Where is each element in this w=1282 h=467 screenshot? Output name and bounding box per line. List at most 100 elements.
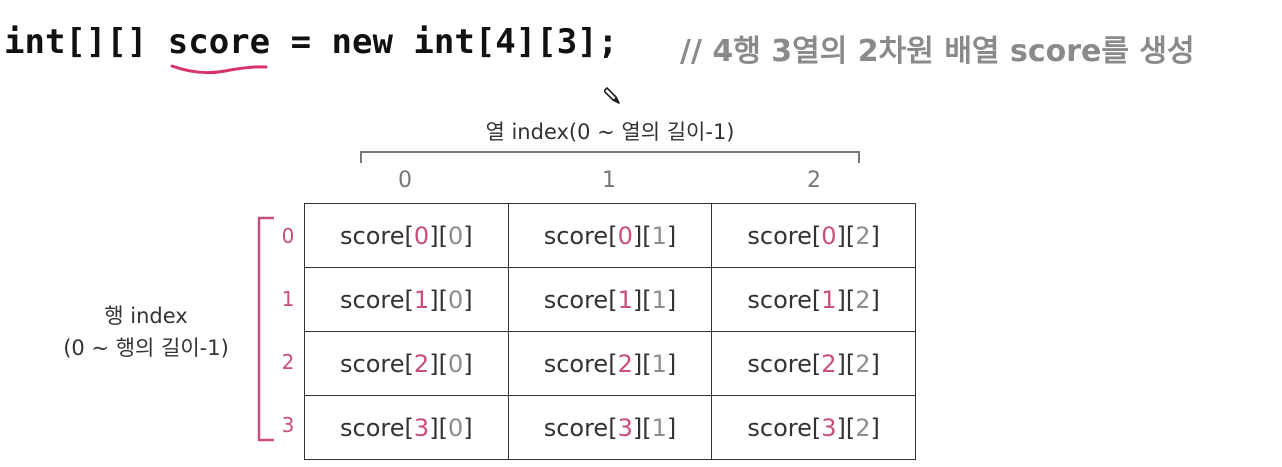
cell-bracket: [ <box>404 285 414 314</box>
cell-row-index: 2 <box>821 349 837 378</box>
array-grid: score[0][0]score[0][1]score[0][2]score[1… <box>304 203 916 460</box>
cell-col-index: 1 <box>651 285 667 314</box>
cell-row-index: 1 <box>821 285 837 314</box>
cell-prefix: score <box>340 349 405 378</box>
row-index-1: 1 <box>281 287 295 311</box>
cell-prefix: score <box>543 221 609 250</box>
cell-bracket: ][ <box>632 285 652 314</box>
row-header-line2: (0 ~ 행의 길이-1) <box>63 336 229 360</box>
cell-col-index: 2 <box>855 349 871 378</box>
cell-row-index: 0 <box>821 221 837 250</box>
row-index-2: 2 <box>281 350 295 374</box>
cell-col-index: 0 <box>447 221 464 250</box>
cell-bracket: ] <box>463 285 473 314</box>
grid-cell-2-1: score[2][1] <box>507 331 713 396</box>
cell-bracket: ] <box>463 221 473 250</box>
cell-prefix: score <box>747 221 812 250</box>
cell-row-index: 1 <box>413 285 430 314</box>
code-rest: = new int[4][3]; <box>270 22 619 62</box>
cell-bracket: ] <box>666 349 677 378</box>
cell-prefix: score <box>340 285 405 314</box>
cell-row-index: 3 <box>413 413 430 442</box>
grid-cell-1-1: score[1][1] <box>507 267 713 332</box>
cell-row-index: 1 <box>617 285 633 314</box>
cell-bracket: [ <box>608 285 618 314</box>
column-index-0: 0 <box>398 168 412 193</box>
grid-cell-0-0: score[0][0] <box>304 203 509 268</box>
column-index-2: 2 <box>807 168 821 193</box>
grid-row: score[1][0]score[1][1]score[1][2] <box>304 267 916 332</box>
grid-cell-0-1: score[0][1] <box>507 203 713 268</box>
grid-cell-3-2: score[3][2] <box>711 395 916 460</box>
cell-col-index: 0 <box>447 285 464 314</box>
cell-bracket: ][ <box>632 221 652 250</box>
cell-bracket: [ <box>811 285 822 314</box>
cell-row-index: 0 <box>617 221 633 250</box>
cell-row-index: 2 <box>413 349 430 378</box>
grid-cell-3-1: score[3][1] <box>507 395 713 460</box>
grid-cell-0-2: score[0][2] <box>711 203 916 268</box>
grid-cell-1-2: score[1][2] <box>711 267 916 332</box>
cell-col-index: 0 <box>447 349 464 378</box>
cell-prefix: score <box>747 413 812 442</box>
cell-prefix: score <box>747 285 812 314</box>
cell-bracket: ] <box>870 349 880 378</box>
grid-cell-2-2: score[2][2] <box>711 331 916 396</box>
cell-bracket: [ <box>811 413 822 442</box>
cell-prefix: score <box>340 221 405 250</box>
cell-bracket: ] <box>870 285 880 314</box>
grid-cell-3-0: score[3][0] <box>304 395 509 460</box>
column-bracket <box>360 151 860 163</box>
code-type: int[][] <box>4 22 168 62</box>
cell-bracket: ][ <box>836 349 856 378</box>
cell-bracket: [ <box>608 221 618 250</box>
cell-bracket: ][ <box>836 221 856 250</box>
cell-row-index: 3 <box>821 413 837 442</box>
cell-col-index: 0 <box>447 413 464 442</box>
cell-bracket: ] <box>666 221 677 250</box>
cell-bracket: ][ <box>429 221 448 250</box>
column-index-header: 열 index(0 ~ 열의 길이-1) <box>485 120 735 144</box>
cell-bracket: ][ <box>429 413 448 442</box>
cell-bracket: [ <box>608 413 618 442</box>
cell-bracket: ] <box>666 285 677 314</box>
code-comment: // 4행 3열의 2차원 배열 score를 생성 <box>680 34 1195 69</box>
column-index-1: 1 <box>602 168 616 193</box>
code-variable-text: score <box>167 22 271 62</box>
row-bracket <box>257 216 274 442</box>
cell-prefix: score <box>543 413 609 442</box>
cell-bracket: ][ <box>632 413 652 442</box>
grid-row: score[2][0]score[2][1]score[2][2] <box>304 331 916 396</box>
cell-bracket: ] <box>870 413 880 442</box>
cell-bracket: ][ <box>429 285 448 314</box>
grid-cell-1-0: score[1][0] <box>304 267 509 332</box>
cell-bracket: [ <box>608 349 618 378</box>
cell-col-index: 1 <box>651 221 667 250</box>
cell-bracket: [ <box>811 221 822 250</box>
row-index-3: 3 <box>281 413 295 437</box>
cell-row-index: 0 <box>413 221 430 250</box>
grid-row: score[3][0]score[3][1]score[3][2] <box>304 395 916 460</box>
cell-col-index: 1 <box>651 413 667 442</box>
pencil-cursor-icon <box>604 87 620 104</box>
squiggle-underline <box>170 64 268 75</box>
cell-bracket: ] <box>870 221 880 250</box>
cell-bracket: [ <box>811 349 822 378</box>
row-header-line1: 행 index <box>104 304 188 328</box>
cell-prefix: score <box>747 349 812 378</box>
cell-row-index: 3 <box>617 413 633 442</box>
cell-bracket: [ <box>404 349 414 378</box>
cell-col-index: 2 <box>855 413 871 442</box>
cell-bracket: [ <box>404 221 414 250</box>
cell-col-index: 2 <box>855 221 871 250</box>
grid-row: score[0][0]score[0][1]score[0][2] <box>304 203 916 268</box>
cell-prefix: score <box>543 285 609 314</box>
cell-bracket: ] <box>463 413 473 442</box>
cell-bracket: [ <box>404 413 414 442</box>
cell-prefix: score <box>340 413 405 442</box>
cell-bracket: ] <box>666 413 677 442</box>
code-variable: score <box>167 22 271 75</box>
cell-col-index: 1 <box>651 349 667 378</box>
row-index-0: 0 <box>281 224 295 248</box>
cell-bracket: ][ <box>429 349 448 378</box>
